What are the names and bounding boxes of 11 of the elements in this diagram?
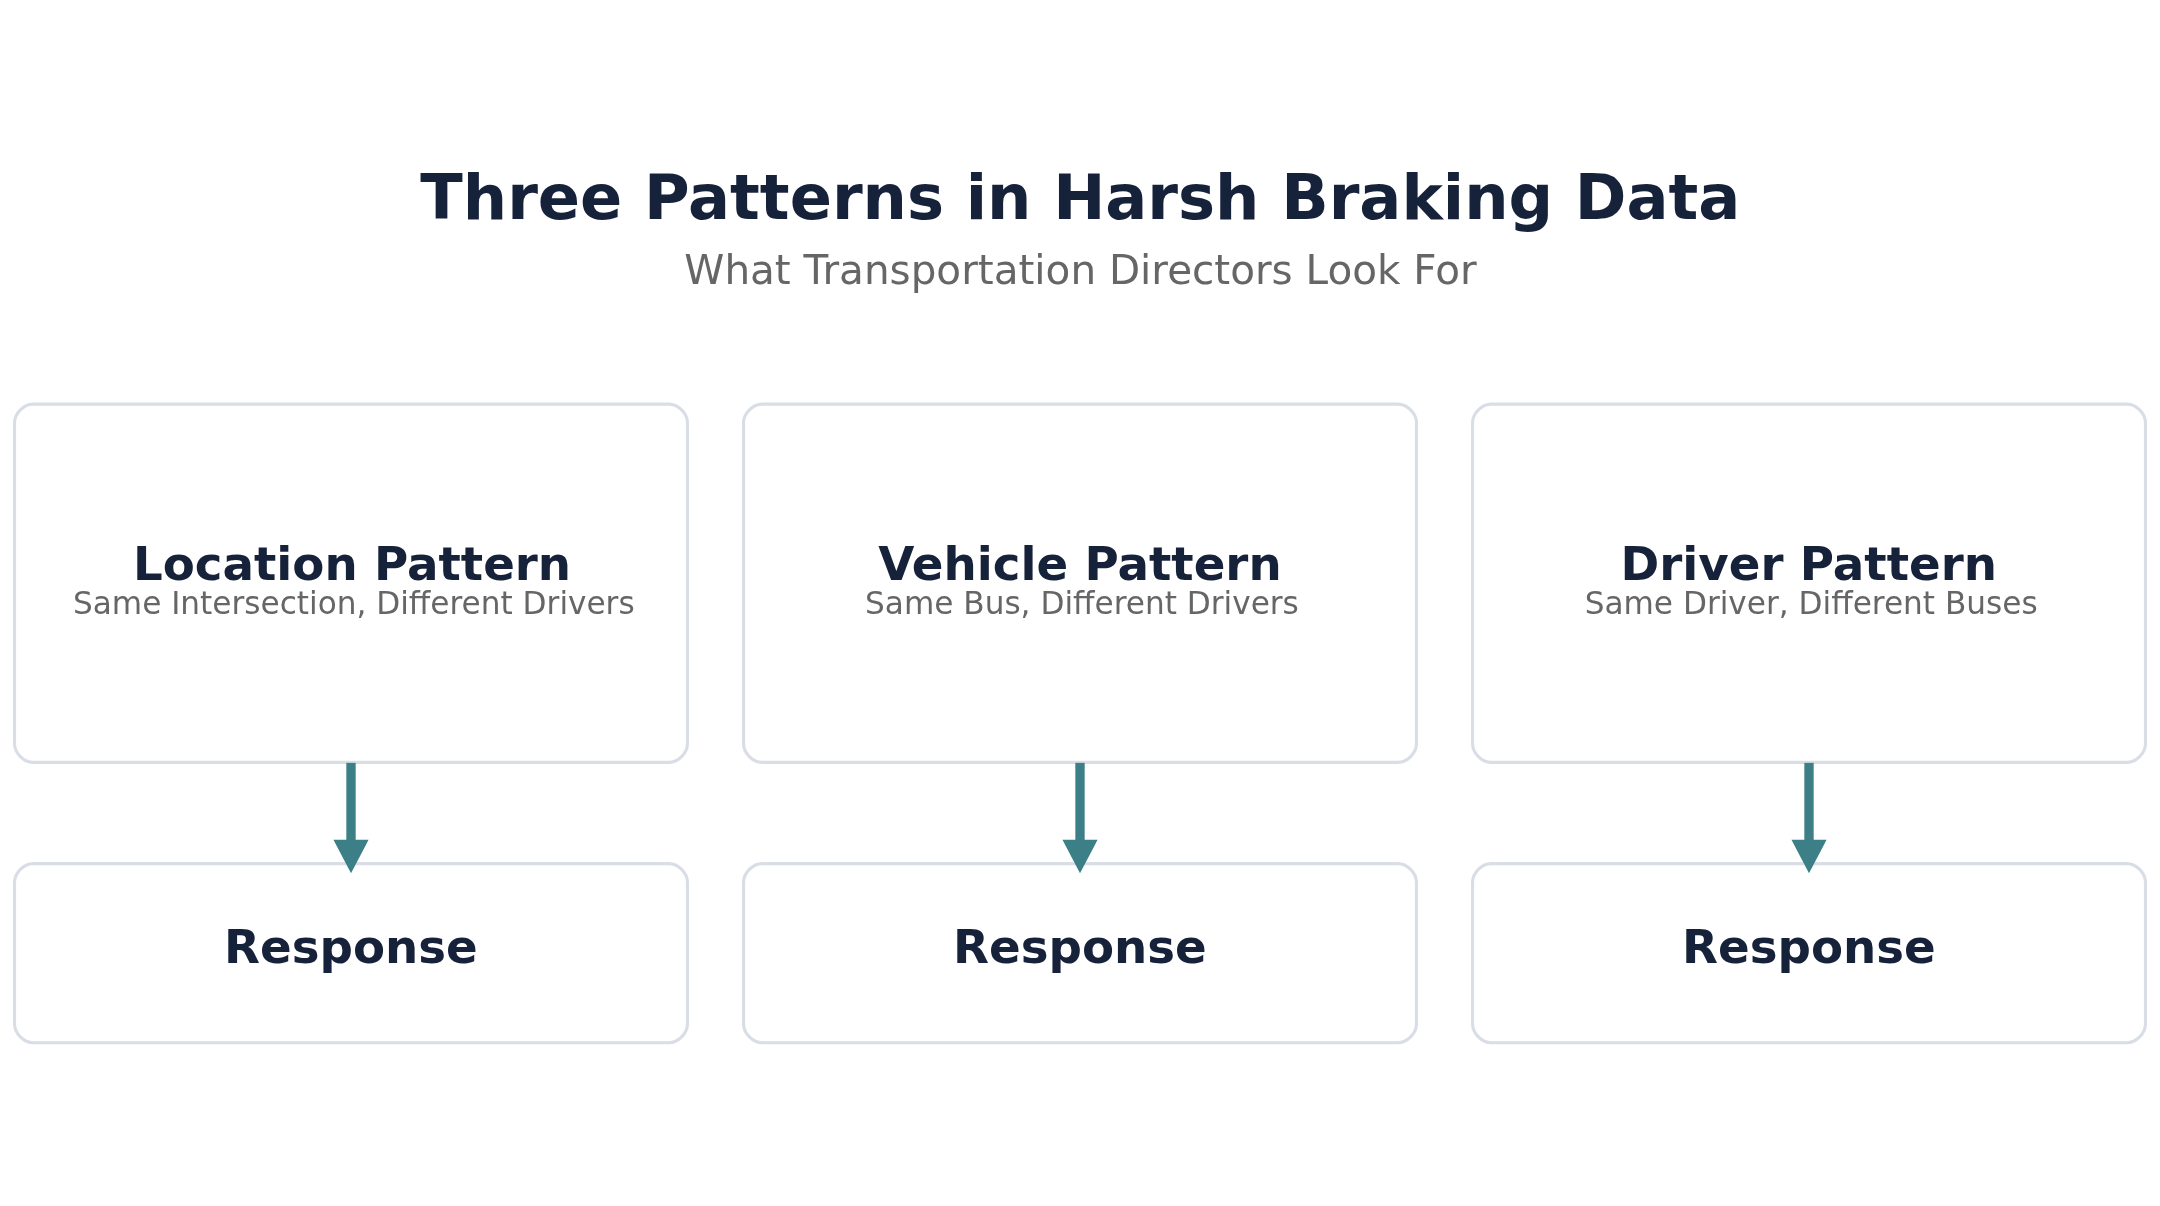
diagram-title: Three Patterns in Harsh Braking Data [420,160,1741,234]
arrow [333,762,369,873]
node-box: Location Pattern Same Intersection, Different Drivers [12,402,689,764]
arrow [1791,762,1827,873]
arrow [1062,762,1098,873]
label: What Transportation Directors Look For [684,245,1477,294]
node-box: Response [12,861,689,1044]
node-box: Vehicle Pattern Same Bus, Different Drivers [742,402,1418,764]
node-box: Response [742,861,1418,1044]
node-box: Driver Pattern Same Driver, Different Buses [1471,402,2147,764]
node-box: Response [1471,861,2147,1044]
